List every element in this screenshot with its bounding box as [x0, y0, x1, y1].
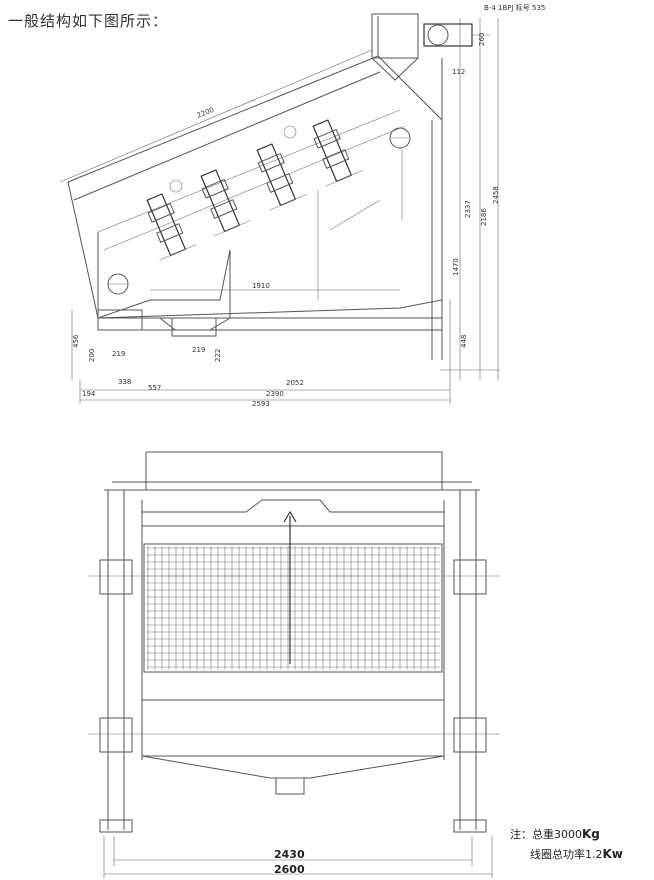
- front-vibrator-bottom-right: [453, 717, 487, 753]
- dim-2600: 2600: [274, 863, 305, 876]
- weight-note: 注：总重3000Kg: [510, 826, 600, 842]
- front-vibrator-top-right: [453, 559, 487, 595]
- power-unit: Kw: [602, 847, 623, 861]
- dim-222: 222: [214, 349, 222, 362]
- dim-219-right: 219: [192, 346, 205, 354]
- screen-mesh: [143, 543, 443, 673]
- dim-338: 338: [118, 378, 131, 386]
- side-view: [59, 13, 500, 404]
- front-vibrator-top-left: [99, 559, 133, 595]
- dim-2458: 2458: [492, 186, 500, 204]
- dim-112: 112: [452, 68, 465, 76]
- dim-448: 448: [460, 335, 468, 348]
- dim-219-left: 219: [112, 350, 125, 358]
- dim-2052: 2052: [286, 379, 304, 387]
- dim-456: 456: [72, 334, 80, 348]
- dim-2337: 2337: [464, 200, 472, 218]
- weight-unit: Kg: [582, 827, 600, 841]
- dim-2390: 2390: [266, 390, 284, 398]
- dim-2430: 2430: [274, 848, 305, 861]
- motor-label: B-4 1BPJ 标号 535: [484, 3, 545, 12]
- dim-194: 194: [82, 390, 96, 398]
- screen-body-outline: [67, 55, 443, 319]
- page-heading: 一般结构如下图所示：: [8, 12, 169, 30]
- dim-557: 557: [148, 384, 161, 392]
- dim-200: 200: [88, 349, 96, 362]
- front-vibrator-bottom-left: [99, 717, 133, 753]
- power-note: 线圈总功率1.2Kw: [530, 846, 623, 862]
- dim-2186: 2186: [480, 208, 488, 226]
- mesh-grid: [146, 546, 440, 670]
- vibrator-units: [146, 119, 363, 261]
- dim-2593: 2593: [252, 400, 270, 408]
- front-view: [88, 451, 500, 878]
- dim-1470: 1470: [452, 258, 460, 276]
- dim-1910: 1910: [252, 282, 270, 290]
- weight-note-text: 注：总重3000: [510, 828, 582, 841]
- dim-260: 260: [478, 33, 486, 46]
- power-note-text: 线圈总功率1.2: [530, 848, 603, 861]
- feed-hopper: [371, 13, 419, 59]
